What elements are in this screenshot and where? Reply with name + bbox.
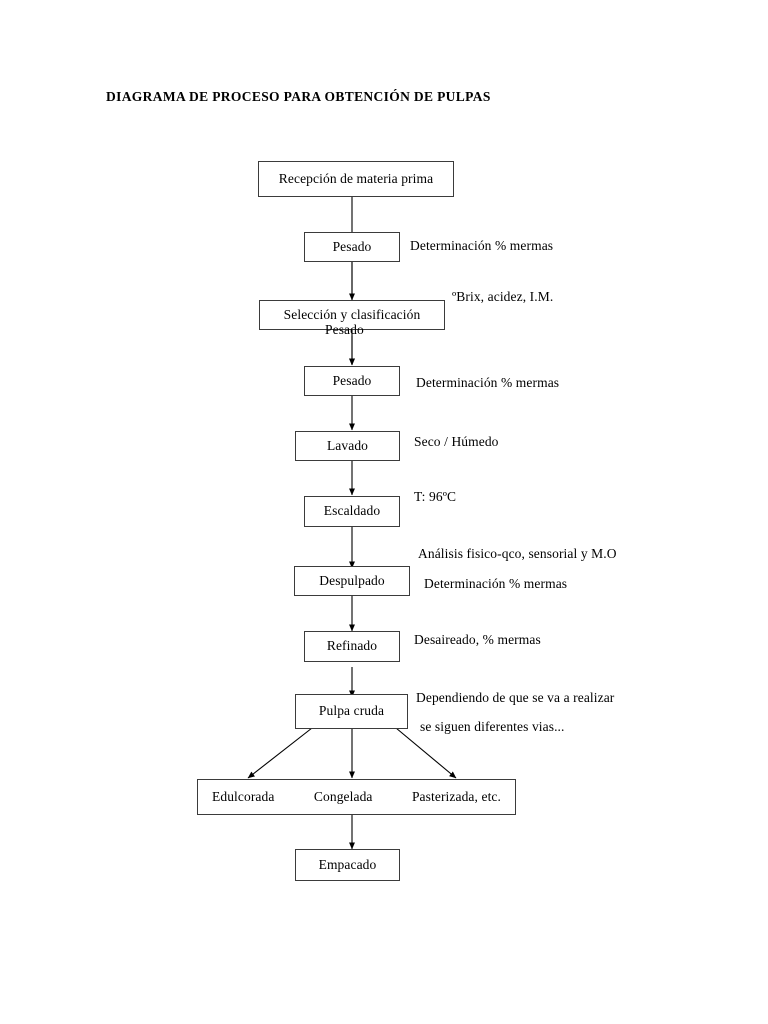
- node-label: Lavado: [326, 437, 369, 453]
- node-despulpado[interactable]: Despulpado: [294, 566, 410, 596]
- connector-pulpacruda-pasterizada: [395, 727, 457, 779]
- page-title: DIAGRAMA DE PROCESO PARA OBTENCIÓN DE PU…: [106, 89, 491, 104]
- node-escaldado[interactable]: Escaldado: [304, 496, 400, 527]
- node-label: Pesado: [332, 238, 372, 254]
- node-label: Escaldado: [323, 503, 381, 519]
- annotation-pesado-1: Determinación % mermas: [410, 238, 554, 253]
- node-label: Pulpa cruda: [318, 703, 385, 719]
- node-label: Despulpado: [319, 572, 385, 588]
- branch-option-congelada[interactable]: Congelada: [313, 789, 373, 804]
- node-lavado[interactable]: Lavado: [295, 431, 400, 461]
- branch-option-edulcorada[interactable]: Edulcorada: [212, 789, 275, 804]
- connector-pulpacruda-edulcorada: [247, 727, 313, 779]
- node-pulpa-cruda[interactable]: Pulpa cruda: [295, 694, 408, 729]
- annotation-despulpado-analisis: Análisis fisico-qco, sensorial y M.O: [418, 546, 617, 561]
- annotation-pulpa-cruda-linea-1: Dependiendo de que se va a realizar: [416, 690, 615, 705]
- annotation-escaldado: T: 96ºC: [414, 489, 457, 504]
- node-label: Empacado: [318, 856, 377, 872]
- node-seleccion-y-clasificacion[interactable]: Selección y clasificación: [259, 300, 445, 330]
- node-vias-branch-box[interactable]: Edulcorada Congelada Pasterizada, etc.: [197, 779, 516, 815]
- node-label: Recepción de materia prima: [278, 170, 434, 186]
- stray-text-pesado: Pesado: [325, 322, 364, 337]
- node-recepcion-de-materia-prima[interactable]: Recepción de materia prima: [258, 161, 454, 197]
- annotation-pulpa-cruda-linea-2: se siguen diferentes vias...: [420, 719, 565, 734]
- annotation-seleccion: ºBrix, acidez, I.M.: [452, 289, 554, 304]
- annotation-pesado-2: Determinación % mermas: [416, 375, 560, 390]
- node-empacado[interactable]: Empacado: [295, 849, 400, 881]
- annotation-refinado: Desaireado, % mermas: [414, 632, 541, 647]
- node-label: Pesado: [332, 372, 372, 388]
- node-pesado-2[interactable]: Pesado: [304, 366, 400, 396]
- node-label: Selección y clasificación: [283, 306, 421, 322]
- annotation-despulpado-mermas: Determinación % mermas: [424, 576, 568, 591]
- node-label: Refinado: [326, 638, 378, 654]
- node-pesado-1[interactable]: Pesado: [304, 232, 400, 262]
- branch-option-pasterizada[interactable]: Pasterizada, etc.: [411, 789, 501, 804]
- annotation-lavado: Seco / Húmedo: [414, 434, 499, 449]
- node-refinado[interactable]: Refinado: [304, 631, 400, 662]
